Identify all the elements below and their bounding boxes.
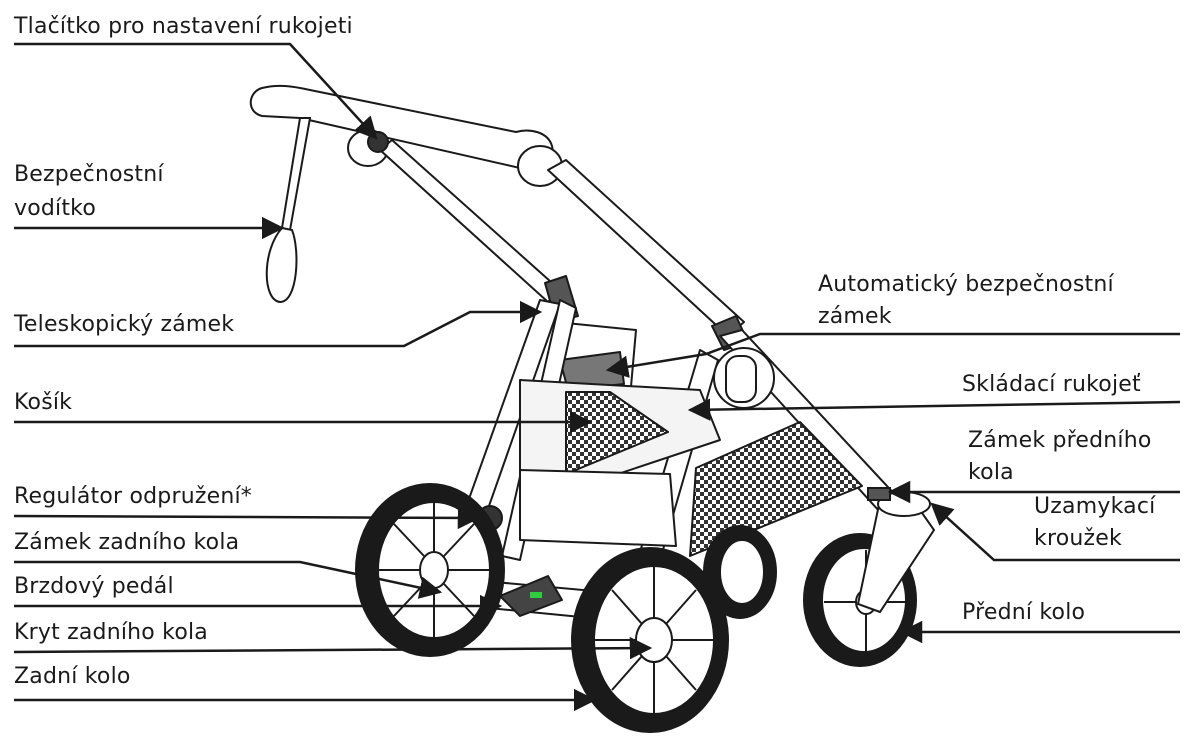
stroller-body: [249, 84, 901, 625]
front-wheel-back: [703, 525, 777, 619]
front-wheel-drawing: [803, 487, 936, 667]
label-rear-wheel-cover: Kryt zadního kola: [14, 620, 208, 645]
handle-button-knob: [367, 131, 389, 153]
label-rear-wheel: Zadní kolo: [14, 664, 131, 689]
leader-auto-lock: [605, 332, 1180, 378]
brake-indicator: [530, 592, 542, 598]
label-suspension: Regulátor odpružení*: [14, 484, 252, 509]
push-bar-right: [547, 159, 745, 337]
leader-telescopic-lock: [14, 300, 543, 348]
label-auto-lock-1: Automatický bezpečnostní: [818, 272, 1114, 297]
label-brake-pedal: Brzdový pedál: [14, 574, 174, 599]
basket-mesh-right: [689, 421, 863, 557]
leader-suspension: [13, 506, 481, 530]
basket-panel: [519, 469, 677, 547]
label-auto-lock-2: zámek: [818, 304, 892, 329]
front-wheel-lock-drawing: [867, 487, 891, 501]
handlebar: [249, 84, 554, 170]
label-front-wheel-lock-1: Zámek předního: [968, 428, 1152, 453]
label-basket: Košík: [14, 390, 73, 415]
label-rear-wheel-lock: Zámek zadního kola: [14, 530, 240, 555]
rear-wheel-back: [355, 483, 505, 657]
label-telescopic-lock: Teleskopický zámek: [14, 312, 235, 337]
label-safety-strap-1: Bezpečnostní: [14, 162, 164, 187]
label-safety-strap-2: vodítko: [14, 196, 96, 221]
label-front-wheel-lock-2: kola: [968, 460, 1014, 485]
label-front-wheel: Přední kolo: [962, 600, 1086, 625]
leader-handle-button: [14, 42, 378, 140]
leader-fold-handle: [687, 398, 1181, 421]
label-locking-ring-2: kroužek: [1034, 526, 1122, 551]
leader-lines: [13, 42, 1181, 712]
label-locking-ring-1: Uzamykací: [1034, 494, 1156, 519]
safety-strap: [265, 117, 312, 304]
leader-rear-wheel-lock: [14, 560, 443, 599]
label-handle-button: Tlačítko pro nastavení rukojeti: [14, 14, 353, 39]
leader-locking-ring: [930, 502, 1180, 562]
leader-rear-wheel-cover: [13, 636, 653, 660]
label-fold-handle: Skládací rukojeť: [962, 372, 1141, 397]
fold-hinge-inner: [725, 355, 757, 403]
